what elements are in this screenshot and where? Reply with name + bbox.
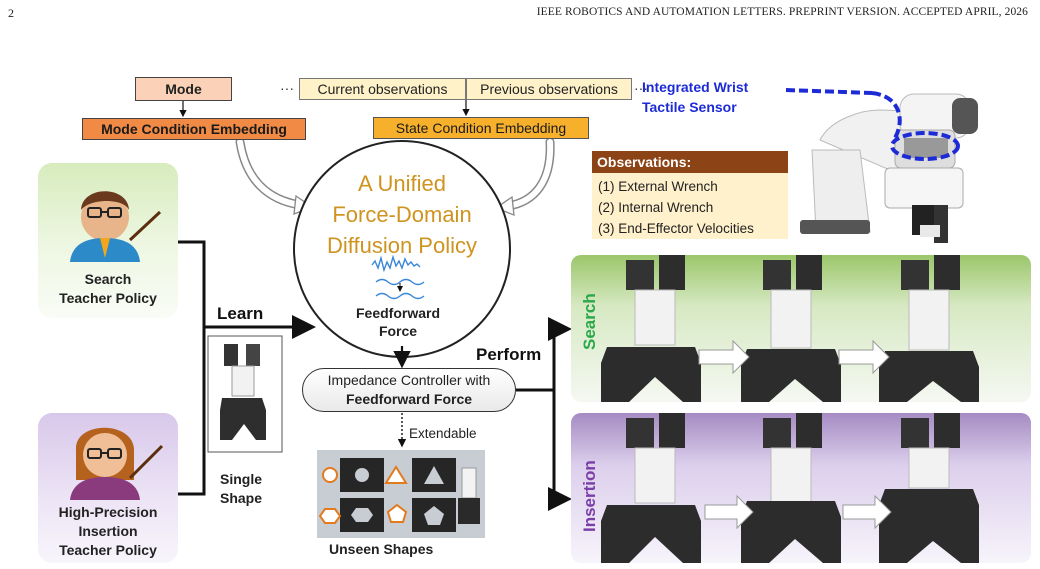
wrist-sensor-highlight (890, 131, 960, 161)
current-observations-box: Current observations (299, 78, 466, 100)
search-frame (879, 255, 979, 402)
previous-observations-box: Previous observations (466, 78, 632, 100)
insert-teacher-line1: High-Precision (58, 504, 158, 520)
search-teacher-avatar (70, 191, 162, 262)
single-shape-label: Single Shape (200, 470, 282, 508)
teacher-bracket (178, 240, 206, 496)
observation-item: (3) End-Effector Velocities (598, 221, 754, 236)
insertion-teacher-label: High-Precision Insertion Teacher Policy (38, 503, 178, 560)
impedance-line2: Feedforward Force (345, 391, 473, 407)
insertion-teacher-avatar (70, 427, 164, 500)
observation-item: (1) External Wrench (598, 179, 718, 194)
search-vertical-label: Search (580, 293, 599, 350)
observations-list: (1) External Wrench (2) Internal Wrench … (592, 173, 788, 239)
wrist-pointer-line (785, 88, 873, 95)
mode-box: Mode (135, 77, 232, 101)
observation-item: (2) Internal Wrench (598, 200, 714, 215)
ellipsis-right: ··· (634, 80, 648, 96)
insertion-panel (571, 413, 1031, 563)
policy-title: A Unified Force-Domain Diffusion Policy (292, 168, 512, 261)
extendable-label: Extendable (409, 426, 477, 441)
page-number: 2 (8, 6, 14, 20)
insertion-next-arrow (704, 494, 754, 530)
impedance-line1: Impedance Controller with (327, 372, 491, 388)
single-line2: Shape (219, 490, 262, 506)
mode-condition-embedding: Mode Condition Embedding (82, 118, 306, 140)
search-panel (571, 255, 1031, 402)
search-frame (741, 255, 841, 402)
insertion-sequence-image (601, 413, 979, 563)
single-shape-image (207, 335, 283, 453)
waveform-icon (371, 254, 425, 300)
insert-teacher-line2: Insertion (78, 523, 138, 539)
journal-header: IEEE ROBOTICS AND AUTOMATION LETTERS. PR… (536, 6, 1028, 18)
search-teacher-line1: Search (84, 271, 132, 287)
feedforward-line2: Force (378, 323, 418, 339)
insertion-frame (601, 413, 701, 563)
perform-label: Perform (476, 345, 542, 364)
impedance-controller-box: Impedance Controller with Feedforward Fo… (302, 368, 516, 412)
insertion-next-arrow (842, 494, 892, 530)
policy-title-line2: Force-Domain (332, 202, 472, 227)
search-sequence-image (601, 255, 979, 402)
search-next-arrow (838, 339, 890, 375)
unseen-shapes-image (317, 450, 485, 538)
robot-arm-image (800, 93, 978, 243)
search-next-arrow (698, 339, 750, 375)
search-teacher-line2: Teacher Policy (59, 290, 157, 306)
unseen-shapes-label: Unseen Shapes (329, 541, 434, 557)
learn-label: Learn (217, 304, 264, 323)
search-frame (601, 255, 701, 402)
feedforward-force-label: Feedforward Force (338, 304, 458, 340)
wrist-label-line2: Tactile Sensor (642, 99, 737, 115)
insertion-frame (741, 413, 841, 563)
policy-title-line3: Diffusion Policy (327, 233, 477, 258)
policy-title-line1: A Unified (357, 171, 447, 196)
single-line1: Single (219, 471, 262, 487)
wrist-label-line1: Integrated Wrist (642, 79, 749, 95)
insert-teacher-line3: Teacher Policy (59, 542, 157, 558)
insertion-vertical-label: Insertion (580, 460, 599, 532)
ellipsis-left: ··· (280, 80, 294, 96)
feedforward-line1: Feedforward (355, 305, 440, 321)
observations-title: Observations: (592, 151, 788, 173)
insertion-frame (879, 413, 979, 563)
search-teacher-label: Search Teacher Policy (38, 270, 178, 308)
wrist-sensor-label: Integrated Wrist Tactile Sensor (642, 77, 748, 117)
state-condition-embedding: State Condition Embedding (373, 117, 589, 139)
